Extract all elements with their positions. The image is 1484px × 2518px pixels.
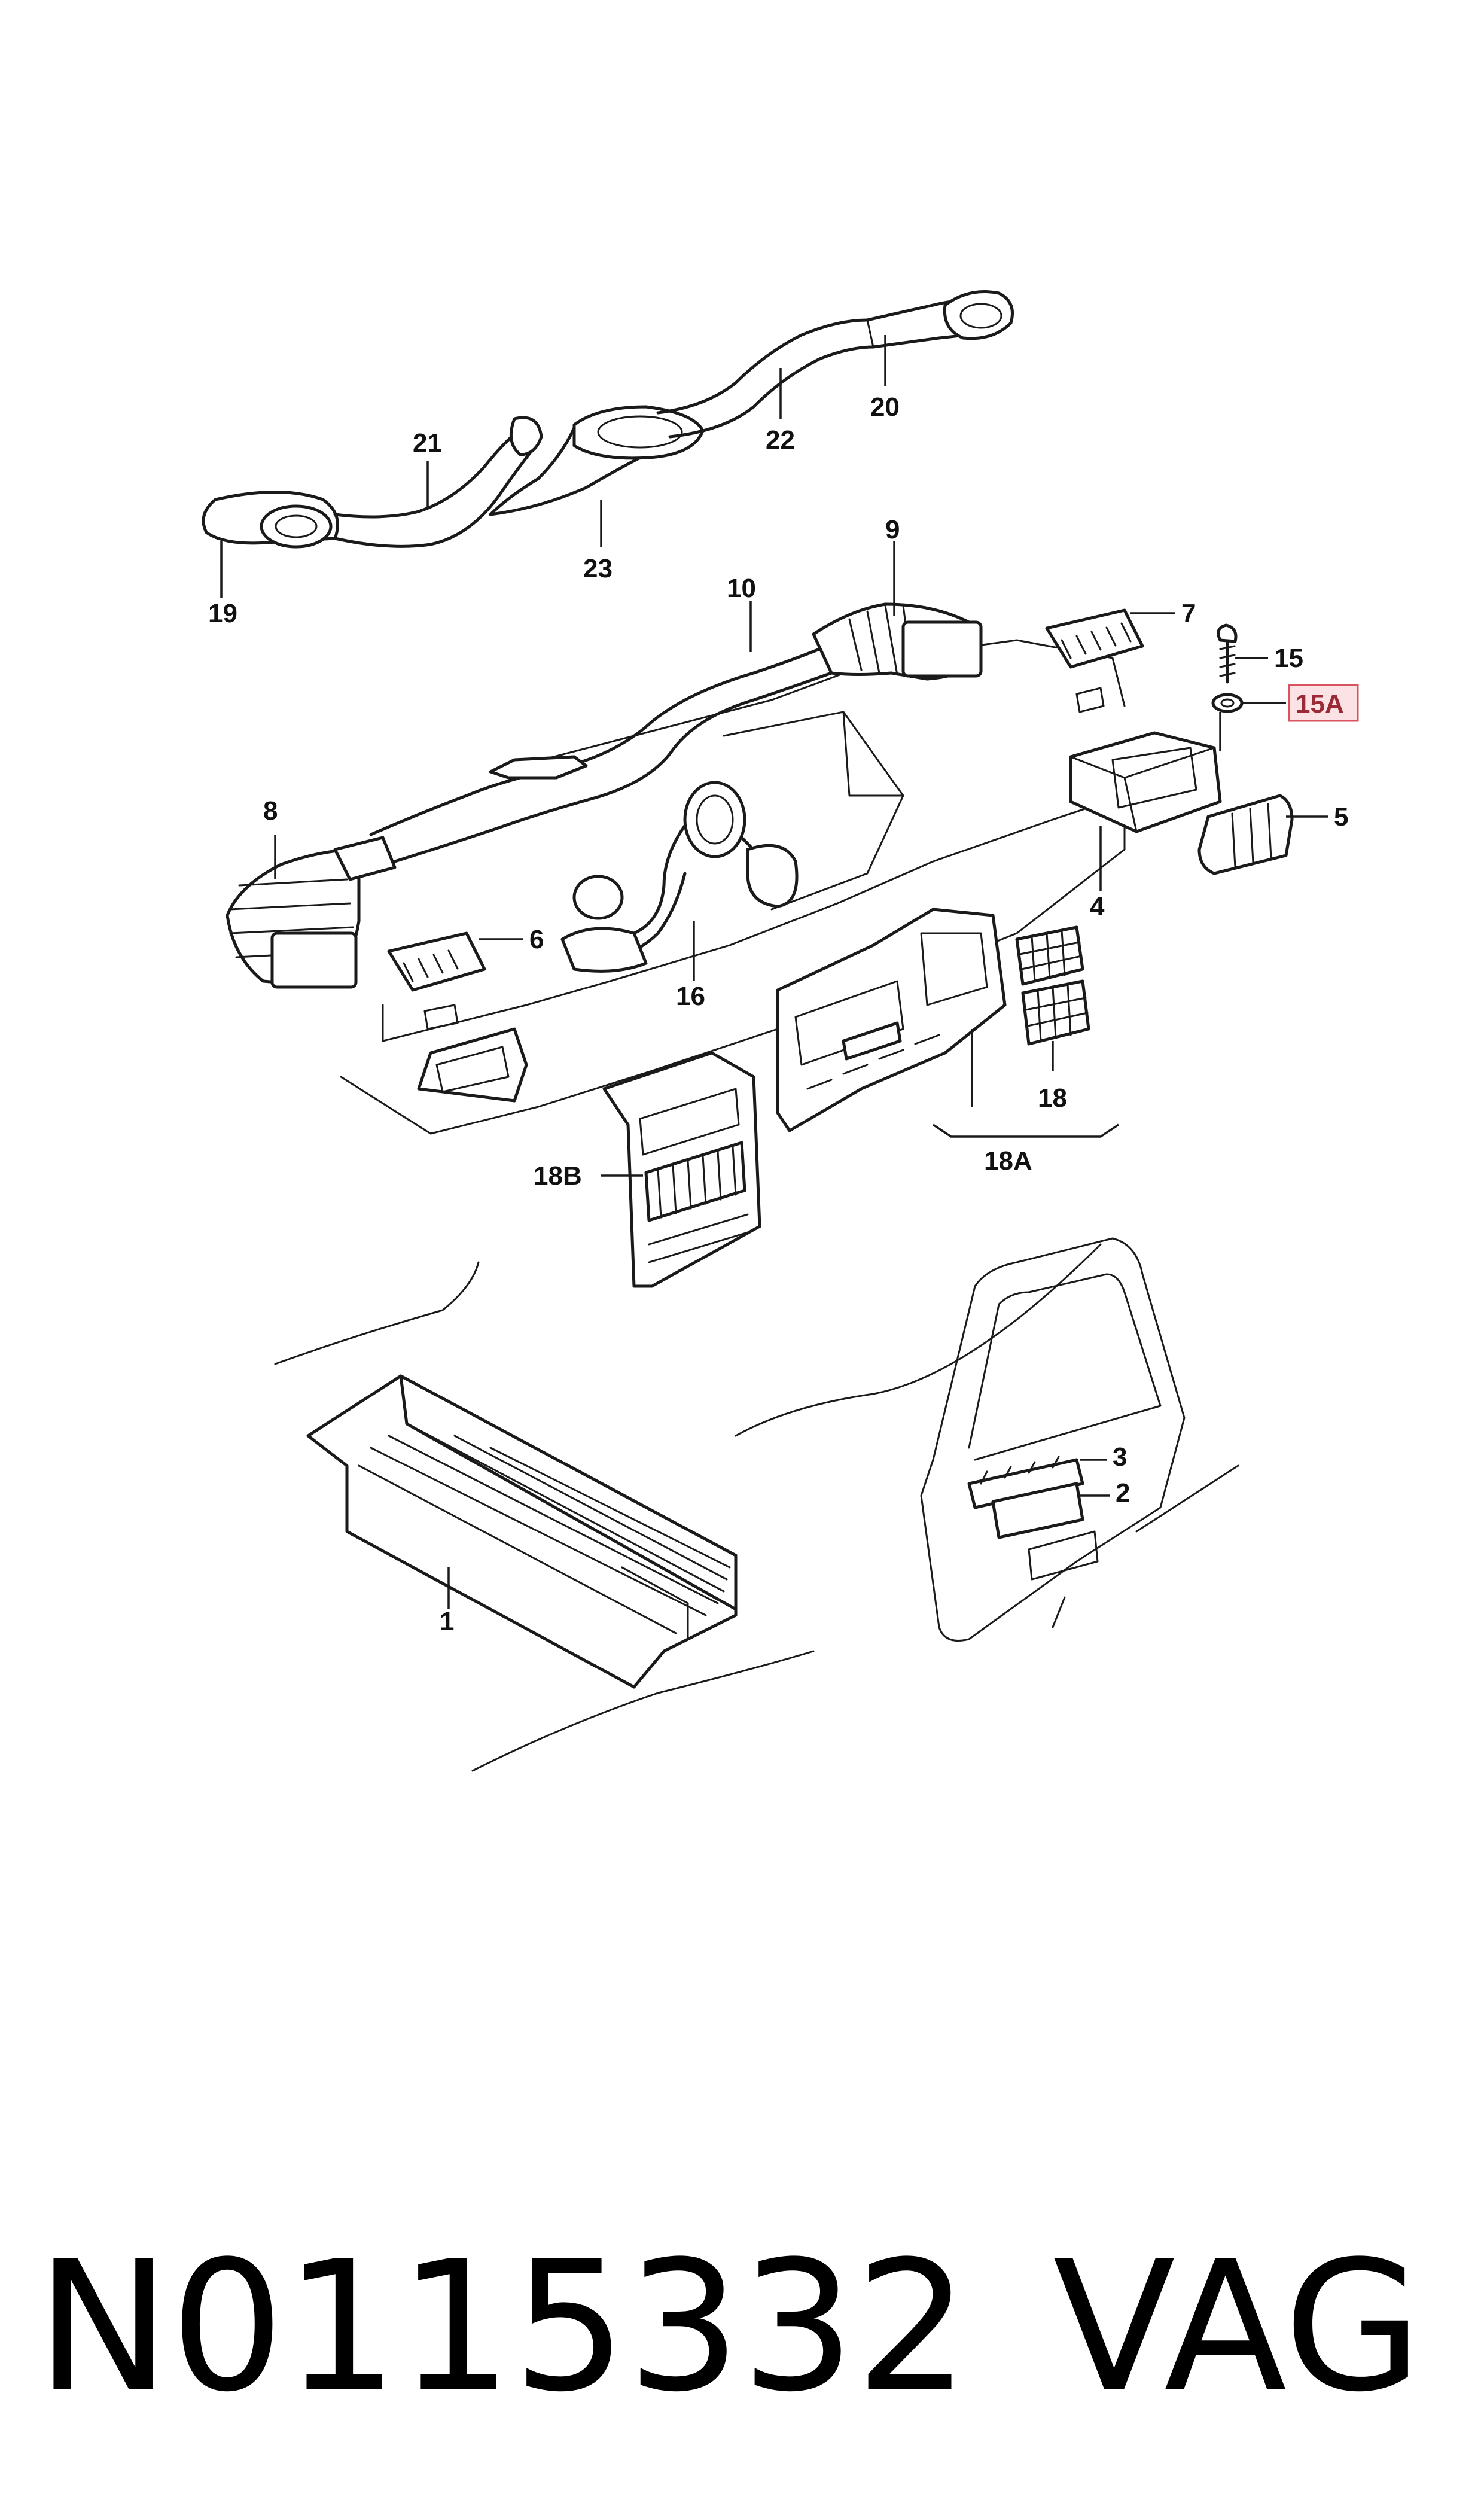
label-18: 18 bbox=[1038, 1083, 1067, 1113]
label-18b: 18B bbox=[534, 1161, 582, 1191]
label-21: 21 bbox=[413, 428, 442, 458]
label-4: 4 bbox=[1090, 892, 1105, 921]
label-6: 6 bbox=[529, 925, 544, 954]
cowl-vent-part-1 bbox=[274, 1261, 815, 1772]
door-assembly bbox=[735, 1237, 1239, 1642]
label-9: 9 bbox=[885, 515, 900, 544]
callout-labels: 19 21 23 22 20 9 10 7 15 15A 8 5 4 6 16 … bbox=[208, 392, 1359, 1636]
leader-lines bbox=[220, 335, 1328, 1609]
label-1: 1 bbox=[440, 1607, 454, 1636]
label-18a: 18A bbox=[984, 1146, 1032, 1176]
label-15: 15 bbox=[1274, 644, 1303, 673]
label-20: 20 bbox=[870, 392, 900, 422]
label-5: 5 bbox=[1334, 802, 1348, 832]
label-2: 2 bbox=[1116, 1478, 1130, 1508]
label-8: 8 bbox=[263, 796, 278, 826]
label-3: 3 bbox=[1113, 1442, 1127, 1472]
label-16: 16 bbox=[676, 982, 705, 1011]
highlight-15a: 15A bbox=[1288, 684, 1359, 722]
dashboard-assembly bbox=[226, 602, 1294, 1288]
label-7: 7 bbox=[1181, 599, 1196, 628]
label-15a: 15A bbox=[1296, 689, 1344, 718]
label-10: 10 bbox=[727, 574, 756, 603]
brand-name: VAG bbox=[1053, 2222, 1423, 2431]
label-19: 19 bbox=[208, 599, 237, 628]
label-23: 23 bbox=[583, 554, 613, 583]
label-22: 22 bbox=[766, 425, 795, 455]
upper-duct-assembly bbox=[202, 290, 1014, 549]
part-number: N0115332 bbox=[36, 2222, 970, 2431]
